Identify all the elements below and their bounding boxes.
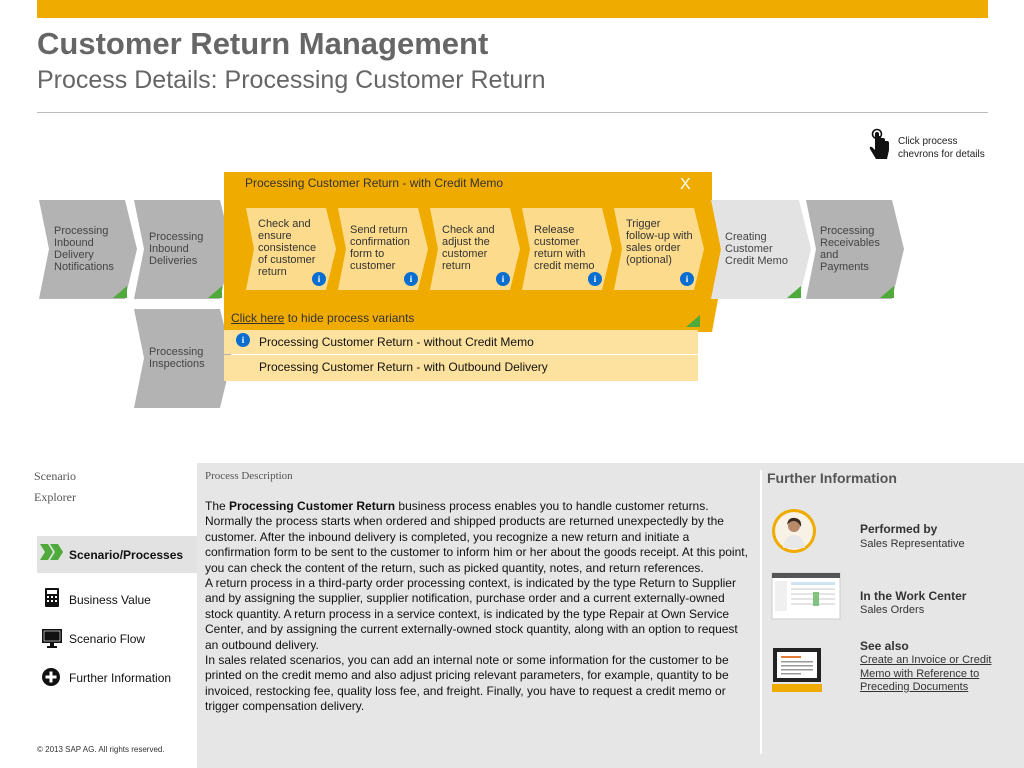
step-check-ensure-consistence[interactable]: Check and ensure consistence of customer… xyxy=(246,208,336,290)
description-text: business process enables you to handle c… xyxy=(205,499,748,575)
description-paragraph: A return process in a third-party order … xyxy=(205,576,738,652)
performed-by-label: Performed by xyxy=(860,522,938,536)
process-panel-title: Processing Customer Return - with Credit… xyxy=(245,176,504,190)
sales-representative-avatar xyxy=(771,508,817,554)
process-description-body: The Processing Customer Return business … xyxy=(205,499,750,715)
chevron-label: Processing Inbound Delivery Notification… xyxy=(54,225,114,273)
calculator-icon xyxy=(45,588,59,607)
scenario-explorer-heading: Scenario Explorer xyxy=(34,466,76,508)
chevron-processing-inbound-delivery-notifications[interactable]: Processing Inbound Delivery Notification… xyxy=(39,200,137,299)
description-intro: The xyxy=(205,499,230,513)
chevron-corner-marker xyxy=(880,286,894,298)
header-divider xyxy=(37,112,988,113)
click-here-link[interactable]: Click here xyxy=(231,311,285,325)
process-description-heading: Process Description xyxy=(205,470,293,482)
step-trigger-follow-up[interactable]: Trigger follow-up with sales order (opti… xyxy=(614,208,704,290)
work-center-value: Sales Orders xyxy=(860,604,925,616)
step-label: Trigger follow-up with sales order (opti… xyxy=(626,218,693,266)
copyright: © 2013 SAP AG. All rights reserved. xyxy=(37,745,165,754)
chevron-label: Processing Inspections xyxy=(149,346,205,370)
close-panel-button[interactable]: X xyxy=(680,176,691,193)
variant-label: Processing Customer Return - without Cre… xyxy=(259,335,534,349)
chevron-corner-marker xyxy=(787,286,801,298)
nav-item-scenario-processes[interactable]: Scenario/Processes xyxy=(69,548,184,562)
chevron-label: Creating Customer Credit Memo xyxy=(725,231,788,267)
work-center-label: In the Work Center xyxy=(860,589,967,603)
performed-by-value: Sales Representative xyxy=(860,538,965,550)
hide-variants-suffix: to hide process variants xyxy=(284,311,415,325)
work-center-screenshot-icon xyxy=(771,572,841,620)
page-title: Customer Return Management xyxy=(37,26,489,61)
see-also-link[interactable]: Create an Invoice or Credit Memo with Re… xyxy=(860,654,992,693)
document-monitor-icon xyxy=(772,648,822,692)
page-subtitle: Process Details: Processing Customer Ret… xyxy=(37,66,546,94)
chevron-label: Processing Inbound Deliveries xyxy=(149,231,204,267)
nav-item-further-information[interactable]: Further Information xyxy=(69,671,172,685)
step-label: Check and ensure consistence of customer… xyxy=(258,218,317,278)
see-also-label: See also xyxy=(860,639,909,653)
chevron-processing-inbound-deliveries[interactable]: Processing Inbound Deliveries xyxy=(134,200,232,299)
pointer-hand-icon xyxy=(868,128,892,162)
top-accent-bar xyxy=(37,0,988,18)
step-release-customer-return[interactable]: Release customer return with credit memo… xyxy=(522,208,612,290)
monitor-icon xyxy=(42,629,62,648)
panel-divider xyxy=(760,470,762,754)
chevrons-icon xyxy=(40,544,64,560)
step-label: Release customer return with credit memo xyxy=(534,224,595,272)
chevron-corner-marker xyxy=(113,286,127,298)
step-send-return-confirmation[interactable]: Send return confirmation form to custome… xyxy=(338,208,428,290)
info-icon[interactable]: i xyxy=(236,333,250,347)
nav-item-business-value[interactable]: Business Value xyxy=(69,593,151,607)
chevron-creating-customer-credit-memo[interactable]: Creating Customer Credit Memo xyxy=(711,200,811,299)
info-icon[interactable]: i xyxy=(680,272,694,286)
step-label: Check and adjust the customer return xyxy=(442,224,495,272)
chevron-hint: Click process chevrons for details xyxy=(898,136,985,160)
description-process-name: Processing Customer Return xyxy=(229,499,396,513)
chevron-label: Processing Receivables and Payments xyxy=(820,225,880,273)
nav-item-scenario-flow[interactable]: Scenario Flow xyxy=(69,632,146,646)
info-icon[interactable]: i xyxy=(312,272,326,286)
chevron-corner-marker xyxy=(686,315,700,327)
variant-without-credit-memo[interactable]: i Processing Customer Return - without C… xyxy=(224,330,698,354)
explorer-heading-line2: Explorer xyxy=(34,490,76,504)
info-icon[interactable]: i xyxy=(588,272,602,286)
chevron-corner-marker xyxy=(208,286,222,298)
step-label: Send return confirmation form to custome… xyxy=(350,224,410,272)
info-icon[interactable]: i xyxy=(496,272,510,286)
chevron-processing-inspections[interactable]: Processing Inspections xyxy=(134,309,232,408)
step-check-adjust-return[interactable]: Check and adjust the customer return i xyxy=(430,208,520,290)
chevron-processing-receivables-payments[interactable]: Processing Receivables and Payments xyxy=(806,200,904,299)
description-paragraph: In sales related scenarios, you can add … xyxy=(205,653,729,714)
description-panel xyxy=(197,463,1024,768)
description-paragraph: The Processing Customer Return business … xyxy=(205,499,750,576)
hide-variants-text: Click here to hide process variants xyxy=(231,311,414,325)
plus-circle-icon xyxy=(42,668,60,686)
nav-selected-background xyxy=(37,536,197,573)
further-information-heading: Further Information xyxy=(767,470,897,486)
info-icon[interactable]: i xyxy=(404,272,418,286)
variant-with-outbound-delivery[interactable]: Processing Customer Return - with Outbou… xyxy=(224,355,698,381)
explorer-heading-line1: Scenario xyxy=(34,469,76,483)
variant-label: Processing Customer Return - with Outbou… xyxy=(259,360,548,374)
